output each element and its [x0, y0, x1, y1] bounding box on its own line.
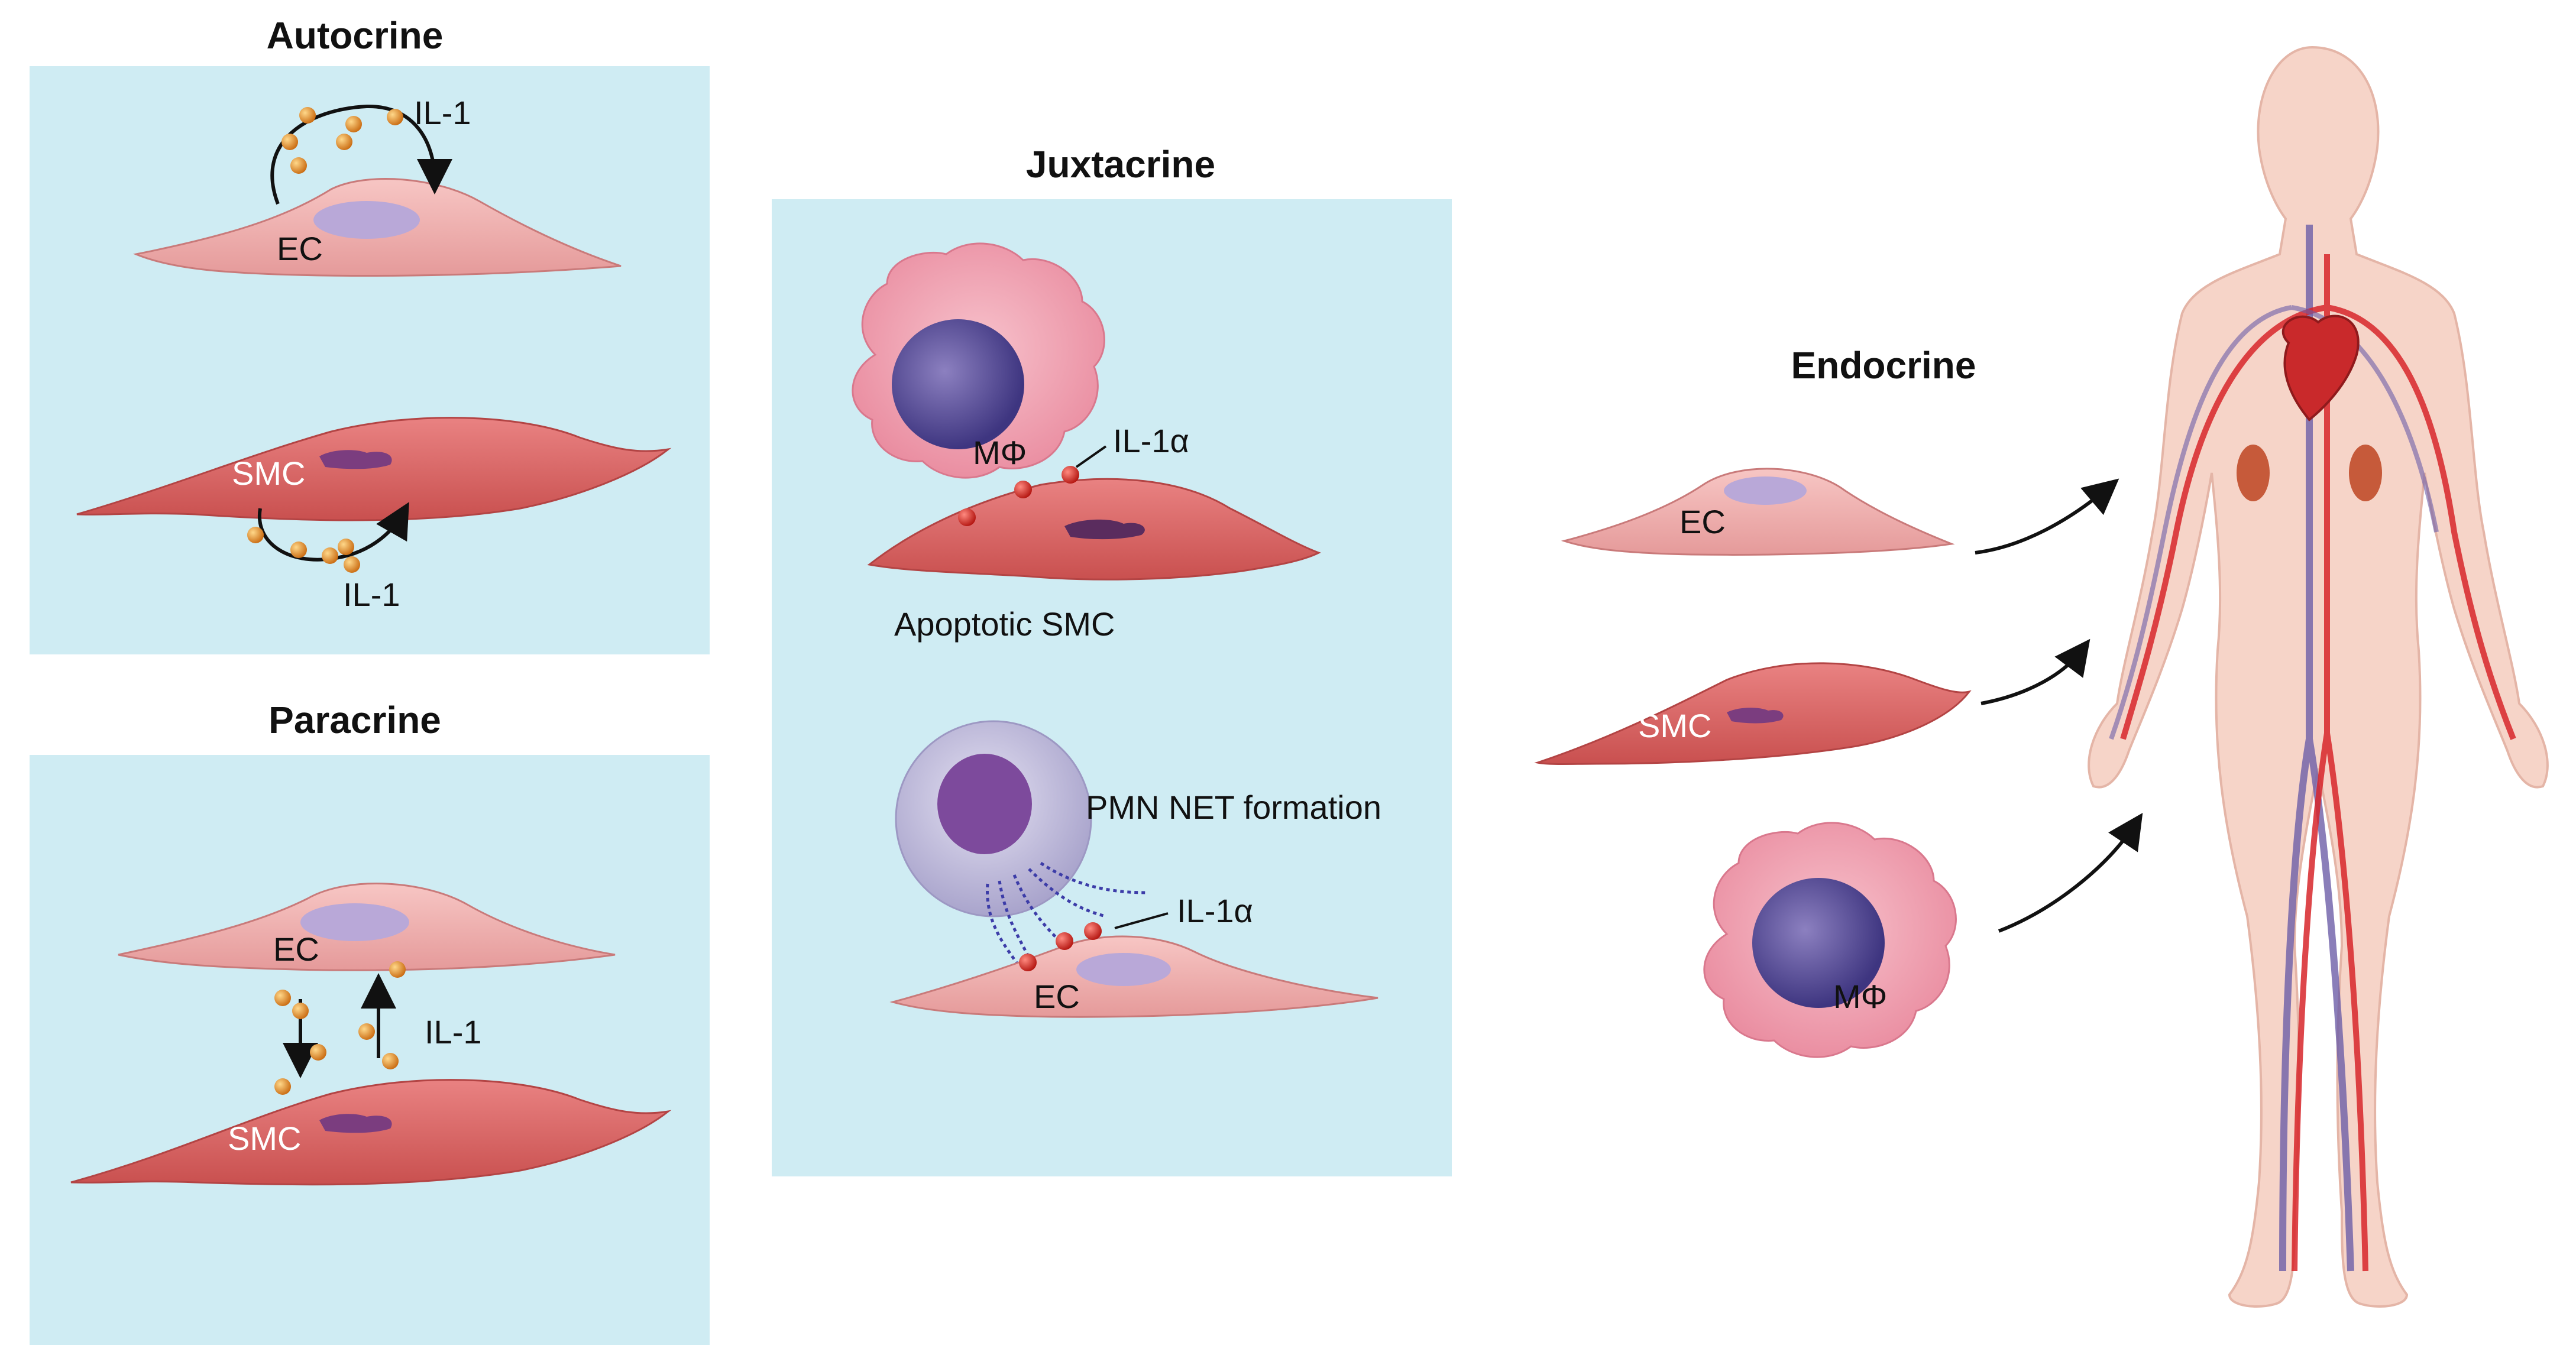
autocrine-cytokines-bottom — [247, 527, 360, 573]
kidney-right — [2349, 445, 2382, 501]
juxtacrine-ec-cell — [889, 935, 1378, 1018]
paracrine-cytokines — [274, 961, 406, 1095]
apoptotic-smc-label: Apoptotic SMC — [894, 605, 1115, 643]
ec-nucleus — [313, 201, 420, 239]
pmn-cell — [895, 720, 1092, 917]
juxtacrine-panel: Juxtacrine MΦ IL-1α Apoptotic SMC — [772, 143, 1452, 1176]
autocrine-panel: Autocrine EC IL-1 SMC — [30, 14, 710, 654]
endocrine-smc-cell — [1534, 662, 1972, 765]
paracrine-il1-label: IL-1 — [425, 1013, 482, 1051]
autocrine-il1-top-label: IL-1 — [414, 94, 471, 131]
juxtacrine-macrophage-label: MΦ — [973, 434, 1027, 471]
autocrine-cytokines-top — [281, 107, 403, 174]
juxtacrine-il1a-top-label: IL-1α — [1113, 422, 1189, 459]
juxtacrine-il1a-bottom-pointer — [1114, 912, 1169, 929]
endocrine-ec-cell — [1561, 468, 1955, 556]
paracrine-ec-label: EC — [273, 930, 319, 968]
apoptotic-smc-cell — [867, 478, 1321, 581]
juxtacrine-il1a-top-pointer — [1075, 445, 1107, 468]
paracrine-smc-cell — [70, 1079, 672, 1186]
autocrine-ec-label: EC — [277, 230, 323, 267]
endocrine-panel: Endocrine EC SMC MΦ — [1534, 46, 2549, 1308]
kidney-left — [2237, 445, 2270, 501]
endocrine-macrophage — [1703, 822, 1957, 1058]
juxtacrine-il1a-bottom-label: IL-1α — [1177, 892, 1253, 929]
endocrine-macrophage-label: MΦ — [1833, 978, 1887, 1015]
endocrine-title: Endocrine — [1791, 344, 1976, 387]
paracrine-panel: Paracrine EC IL-1 SMC — [30, 699, 710, 1345]
autocrine-smc-cell — [76, 417, 672, 521]
juxtacrine-ec-label: EC — [1034, 978, 1080, 1015]
heart — [2281, 314, 2360, 422]
juxtacrine-il1a-dots-top — [958, 466, 1079, 526]
pmn-net-label: PMN NET formation — [1086, 789, 1381, 826]
autocrine-title: Autocrine — [267, 14, 444, 57]
vein-arms — [2109, 305, 2439, 740]
juxtacrine-il1a-dots-bottom — [1019, 922, 1102, 971]
paracrine-background — [30, 755, 710, 1345]
endocrine-ec-label: EC — [1679, 503, 1726, 540]
autocrine-top-arrow — [270, 104, 452, 205]
juxtacrine-macrophage — [852, 242, 1105, 479]
autocrine-background — [30, 66, 710, 654]
autocrine-ec-cell — [132, 178, 622, 277]
endocrine-ec-arrow — [1975, 478, 2119, 555]
smc-nucleus — [319, 450, 392, 469]
autocrine-il1-bottom-label: IL-1 — [343, 576, 400, 613]
endocrine-smc-arrow — [1980, 638, 2090, 705]
artery-main — [2120, 254, 2516, 1272]
paracrine-ec-cell — [118, 883, 616, 971]
human-body — [2088, 46, 2549, 1308]
autocrine-smc-label: SMC — [232, 455, 305, 492]
juxtacrine-title: Juxtacrine — [1026, 143, 1215, 186]
paracrine-smc-label: SMC — [228, 1120, 301, 1157]
pmn-nucleus — [937, 754, 1032, 854]
endocrine-smc-label: SMC — [1638, 707, 1711, 744]
paracrine-title: Paracrine — [268, 699, 441, 741]
endocrine-macrophage-arrow — [1998, 813, 2143, 933]
macrophage-nucleus — [892, 319, 1024, 449]
